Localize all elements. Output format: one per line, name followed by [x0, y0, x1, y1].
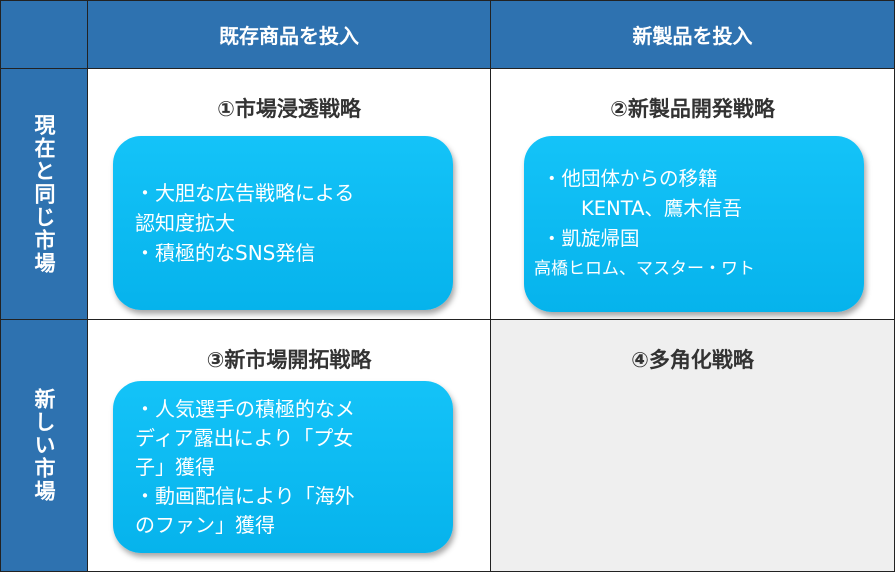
- strategy-line: 認知度拡大: [135, 211, 235, 235]
- row-header-new-market: 新しい市場: [0, 319, 88, 572]
- corner-cell: [0, 0, 88, 69]
- strategy-line: ・動画配信により「海外: [135, 483, 355, 508]
- strategy-line: ・人気選手の積極的なメ: [135, 396, 355, 421]
- strategy-line: ディア露出により「プ女: [135, 425, 354, 450]
- strategy-line: のファン」獲得: [135, 512, 275, 537]
- header-new-products: 新製品を投入: [490, 0, 895, 69]
- quadrant-market-development: ③新市場開拓戦略 ・人気選手の積極的なメ ディア露出により「プ女 子」獲得 ・動…: [87, 319, 491, 572]
- strategy-box: ・大胆な広告戦略による 認知度拡大 ・積極的なSNS発信: [113, 136, 453, 310]
- strategy-line: ・凱旋帰国: [542, 227, 640, 250]
- quadrant-product-development: ②新製品開発戦略 ・他団体からの移籍 KENTA、鷹木信吾 ・凱旋帰国 高橋ヒロ…: [490, 68, 895, 320]
- quadrant-title: ②新製品開発戦略: [610, 97, 775, 121]
- strategy-line: KENTA、鷹木信吾: [542, 197, 742, 220]
- row-header-current-market: 現在と同じ市場: [0, 68, 88, 320]
- strategy-box: ・他団体からの移籍 KENTA、鷹木信吾 ・凱旋帰国 高橋ヒロム、マスター・ワト: [524, 136, 864, 312]
- strategy-line: ・大胆な広告戦略による: [135, 181, 355, 205]
- strategy-line: ・他団体からの移籍: [542, 167, 718, 190]
- quadrant-market-penetration: ①市場浸透戦略 ・大胆な広告戦略による 認知度拡大 ・積極的なSNS発信: [87, 68, 491, 320]
- strategy-line: 高橋ヒロム、マスター・ワト: [534, 259, 755, 279]
- strategy-line: 子」獲得: [135, 454, 215, 479]
- strategy-line: ・積極的なSNS発信: [135, 241, 316, 265]
- quadrant-title: ③新市場開拓戦略: [206, 348, 372, 372]
- quadrant-diversification: ④多角化戦略: [490, 319, 895, 572]
- quadrant-title: ④多角化戦略: [631, 348, 754, 372]
- header-existing-products: 既存商品を投入: [87, 0, 491, 69]
- strategy-box: ・人気選手の積極的なメ ディア露出により「プ女 子」獲得 ・動画配信により「海外…: [113, 381, 453, 553]
- quadrant-title: ①市場浸透戦略: [217, 97, 361, 121]
